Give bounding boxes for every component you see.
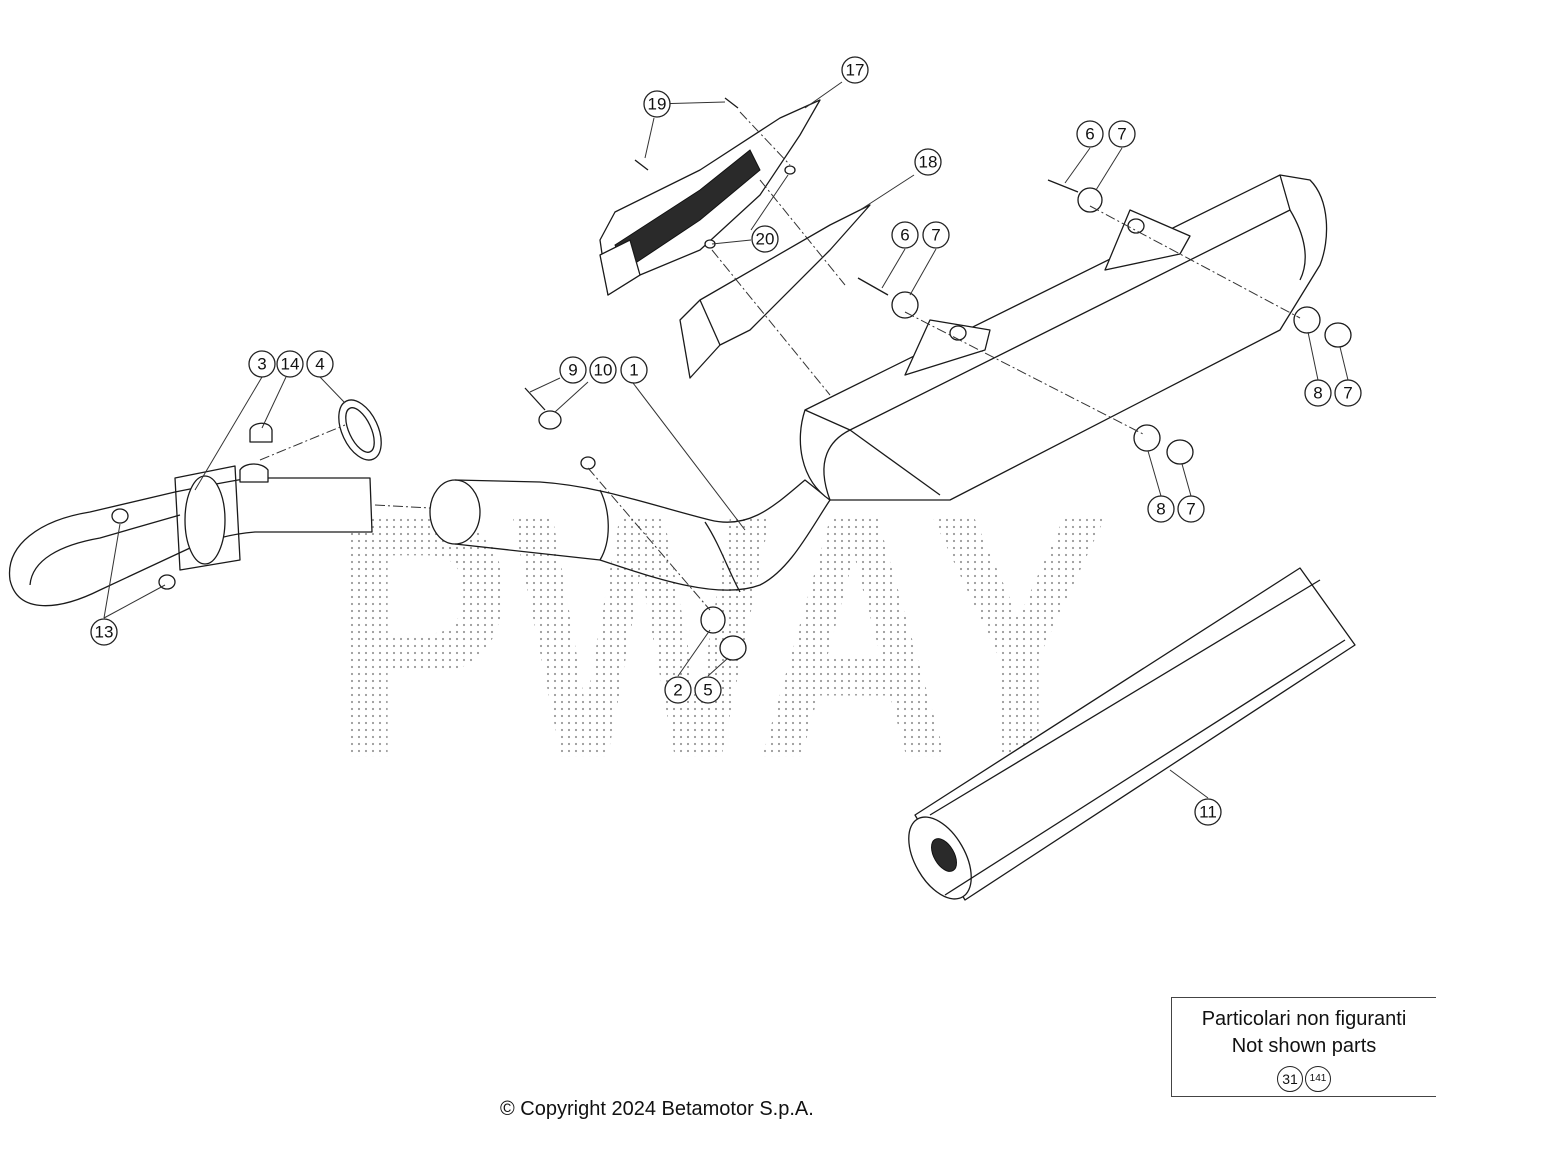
heat-shield <box>679 204 871 379</box>
not-shown-part-callout: 31 <box>1277 1066 1303 1092</box>
callout-label: 3 <box>257 355 266 374</box>
not-shown-title-en: Not shown parts <box>1231 1035 1377 1057</box>
callout-balloon-10: 10 <box>589 356 617 384</box>
callout-balloon-9: 9 <box>559 356 587 384</box>
not-shown-parts-box: Particolari non figuranti Not shown part… <box>1171 997 1436 1097</box>
callout-balloon-5: 5 <box>694 676 722 704</box>
callout-label: 7 <box>931 226 940 245</box>
callout-label: 6 <box>1085 125 1094 144</box>
callout-label: 20 <box>756 230 775 249</box>
leader-lines <box>103 81 1349 799</box>
gasket <box>338 399 382 461</box>
callout-balloon-3: 3 <box>248 350 276 378</box>
callout-balloon-7: 7 <box>1334 379 1362 407</box>
not-shown-title-it: Particolari non figuranti <box>1201 1008 1407 1030</box>
callout-label: 7 <box>1343 384 1352 403</box>
callout-label: 8 <box>1313 384 1322 403</box>
callout-label: 6 <box>900 226 909 245</box>
callout-balloon-8: 8 <box>1147 495 1175 523</box>
callout-balloon-2: 2 <box>664 676 692 704</box>
callout-label: 14 <box>281 355 300 374</box>
callout-balloon-6: 6 <box>891 221 919 249</box>
callout-label: 11 <box>1199 803 1217 822</box>
callout-balloon-4: 4 <box>306 350 334 378</box>
callout-label: 9 <box>568 361 577 380</box>
callout-label: 7 <box>1117 125 1126 144</box>
callout-balloon-19: 19 <box>643 90 671 118</box>
callout-balloon-20: 20 <box>751 225 779 253</box>
callout-balloon-1: 1 <box>620 356 648 384</box>
callout-label: 18 <box>919 153 938 172</box>
insulation-sleeve <box>908 567 1356 901</box>
callout-label: 5 <box>703 681 712 700</box>
callout-label: 17 <box>846 61 865 80</box>
protector-guard <box>599 99 821 296</box>
callout-label: 4 <box>315 355 324 374</box>
callout-label: 7 <box>1186 500 1195 519</box>
callout-balloon-11: 11 <box>1194 798 1222 826</box>
callout-label: 19 <box>648 95 667 114</box>
callout-balloon-14: 14 <box>276 350 304 378</box>
callout-balloon-7: 7 <box>922 221 950 249</box>
copyright-notice: © Copyright 2024 Betamotor S.p.A. <box>500 1098 814 1120</box>
not-shown-part-callout: 141 <box>1305 1066 1331 1092</box>
callout-balloon-13: 13 <box>90 618 118 646</box>
callout-label: 13 <box>95 623 114 642</box>
callout-balloon-18: 18 <box>914 148 942 176</box>
callout-balloon-8: 8 <box>1304 379 1332 407</box>
callout-label: 10 <box>594 361 613 380</box>
callout-balloon-17: 17 <box>841 56 869 84</box>
not-shown-callouts: 31 141 <box>1172 1066 1436 1092</box>
callout-label: 8 <box>1156 500 1165 519</box>
callout-balloon-7: 7 <box>1177 495 1205 523</box>
silencer <box>799 174 1328 501</box>
callout-label: 2 <box>673 681 682 700</box>
header-pipe <box>8 422 373 607</box>
callout-balloon-6: 6 <box>1076 120 1104 148</box>
callout-balloon-7: 7 <box>1108 120 1136 148</box>
callout-label: 1 <box>629 361 638 380</box>
hardware <box>524 97 1352 661</box>
